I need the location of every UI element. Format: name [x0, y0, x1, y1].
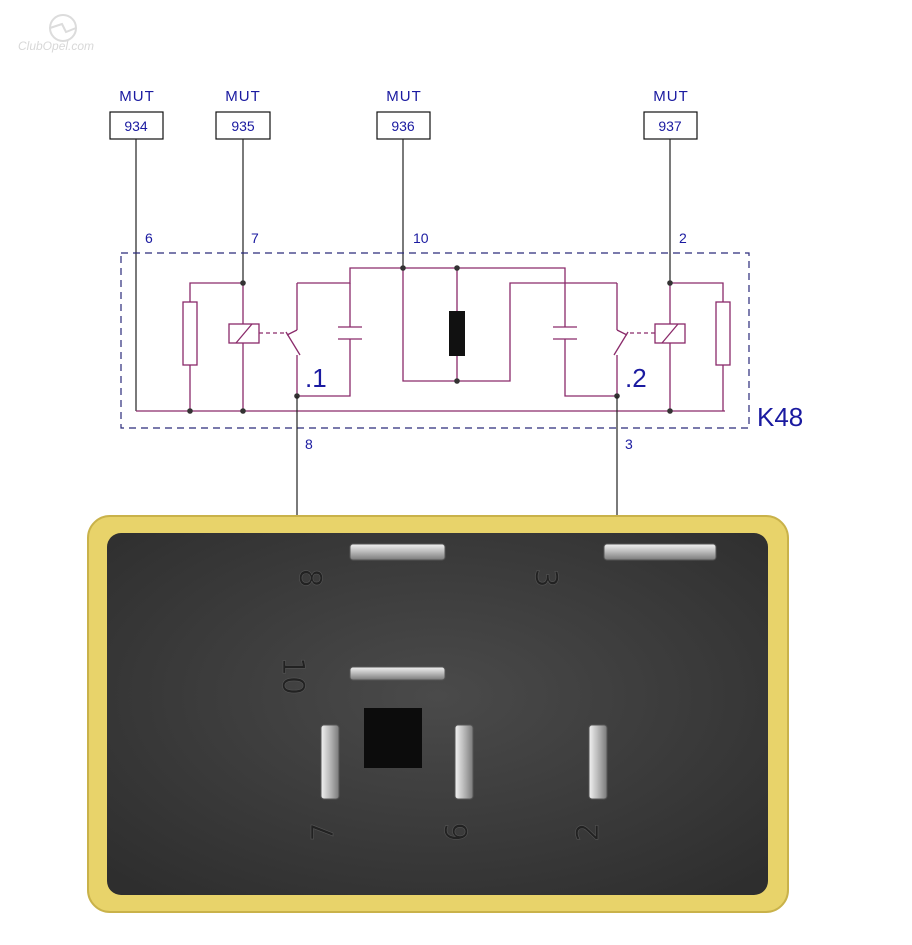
pin-3 [603, 543, 717, 561]
pin-7 [320, 724, 340, 800]
pin-number: 7 [251, 230, 259, 246]
watermark-text: ClubOpel.com [18, 39, 94, 53]
connector-number: 936 [391, 118, 415, 134]
connector-label: MUT [653, 88, 689, 105]
relay-name: K48 [757, 402, 803, 432]
contact-1-label: .1 [305, 363, 327, 393]
housing-marking-7: 7 [306, 822, 341, 841]
pin-number: 6 [145, 230, 153, 246]
output-leads: 8 3 [296, 396, 633, 515]
housing-marking-3: 3 [528, 568, 563, 587]
pin-number: 2 [679, 230, 687, 246]
connector-number: 935 [231, 118, 255, 134]
pin-8 [349, 543, 446, 561]
connector-934: MUT 934 6 [109, 88, 164, 246]
connector-box [215, 111, 271, 140]
housing-marking-8: 8 [292, 568, 327, 587]
connector-label: MUT [225, 88, 261, 105]
pin-number: 3 [625, 436, 633, 452]
pin-10 [349, 666, 446, 681]
connector-936: MUT 936 10 [376, 88, 431, 246]
pin-6 [454, 724, 474, 800]
center-hole [364, 708, 422, 768]
watermark-logo: ClubOpel.com [18, 14, 94, 53]
connector-box [109, 111, 164, 140]
housing-marking-2: 2 [571, 822, 606, 841]
connector-label: MUT [119, 88, 155, 105]
contact-2-label: .2 [625, 363, 647, 393]
pin-number: 10 [413, 230, 429, 246]
junction-dots [187, 265, 673, 414]
input-leads [135, 139, 671, 411]
housing-marking-10: 10 [275, 657, 310, 695]
housing-marking-6: 6 [440, 822, 475, 841]
pin-number: 8 [305, 436, 313, 452]
housing-body [107, 533, 768, 895]
connector-937: MUT 937 2 [643, 88, 698, 246]
connector-number: 937 [658, 118, 682, 134]
resistor-right [715, 301, 731, 366]
connector-label: MUT [386, 88, 422, 105]
connector-935: MUT 935 7 [215, 88, 271, 246]
connector-box [643, 111, 698, 140]
connector-number: 934 [124, 118, 148, 134]
center-element [449, 311, 465, 356]
pin-2 [588, 724, 608, 800]
relay-housing: 8 3 10 7 6 2 [87, 515, 789, 913]
resistor-left [182, 301, 198, 366]
relay-outline [120, 252, 750, 429]
